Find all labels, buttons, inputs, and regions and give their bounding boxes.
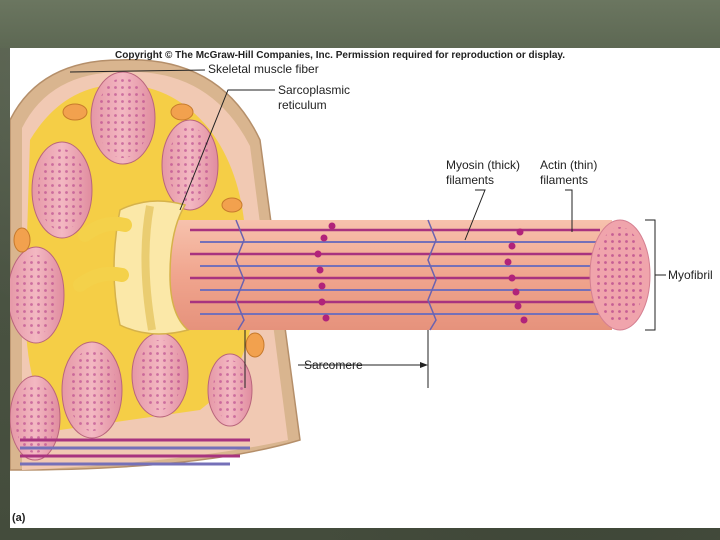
fiber-striations — [20, 438, 250, 466]
m-line-dots — [314, 222, 528, 324]
label-actin-line2: filaments — [540, 173, 589, 187]
label-skeletal-muscle-fiber: Skeletal muscle fiber — [208, 62, 319, 76]
label-sarcoplasmic-reticulum-line1: Sarcoplasmic — [278, 83, 351, 97]
label-sarcoplasmic-reticulum-line2: reticulum — [278, 98, 327, 112]
label-myofibril: Myofibril — [668, 268, 713, 282]
mitochondria — [13, 103, 265, 358]
fiber-myofibrils — [10, 71, 253, 461]
copyright-notice: Copyright © The McGraw-Hill Companies, I… — [115, 50, 566, 61]
label-sarcomere: Sarcomere — [304, 358, 363, 372]
leader-lines — [69, 69, 666, 388]
label-myosin-line2: filaments — [446, 173, 495, 187]
z-lines — [235, 219, 437, 331]
figure-part-label: (a) — [12, 512, 26, 524]
label-myosin-line1: Myosin (thick) — [446, 158, 521, 172]
sarcoplasmic-reticulum-collar — [113, 200, 190, 335]
myofibril-filaments — [190, 228, 600, 315]
label-actin-line1: Actin (thin) — [540, 158, 598, 172]
title-band — [0, 0, 720, 48]
